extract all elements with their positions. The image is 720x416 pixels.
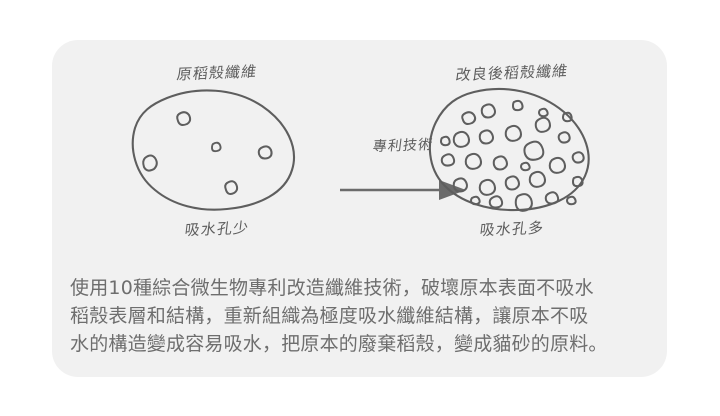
description-line-1: 使用10種綜合微生物專利改造纖維技術，破壞原本表面不吸水	[70, 277, 594, 299]
before-title-label: 原稻殼纖維	[175, 62, 259, 84]
before-caption-label: 吸水孔少	[183, 218, 251, 240]
description-line-2: 稻殼表層和結構，重新組織為極度吸水纖維結構，讓原本不吸	[70, 305, 589, 327]
after-fiber-blob	[422, 86, 602, 212]
description-text: 使用10種綜合微生物專利改造纖維技術，破壞原本表面不吸水 稻殼表層和結構，重新組…	[70, 274, 655, 358]
process-diagram: 原稻殼纖維 吸水孔少 專利技術	[52, 40, 667, 252]
after-caption-label: 吸水孔多	[478, 218, 546, 240]
right-arrow-icon	[340, 180, 466, 200]
info-card: 原稻殼纖維 吸水孔少 專利技術	[52, 40, 667, 377]
before-fiber-blob	[127, 86, 307, 212]
after-title-label: 改良後稻殼纖維	[454, 61, 570, 85]
after-blob-svg	[428, 87, 590, 212]
transform-arrow-group: 專利技術	[340, 135, 466, 205]
diagram-panel-before: 原稻殼纖維 吸水孔少	[107, 40, 327, 252]
description-line-3: 水的構造變成容易吸水，把原本的廢棄稻殼，變成貓砂的原料。	[70, 333, 608, 355]
before-blob-svg	[131, 89, 296, 211]
diagram-panel-after: 改良後稻殼纖維	[402, 40, 622, 252]
